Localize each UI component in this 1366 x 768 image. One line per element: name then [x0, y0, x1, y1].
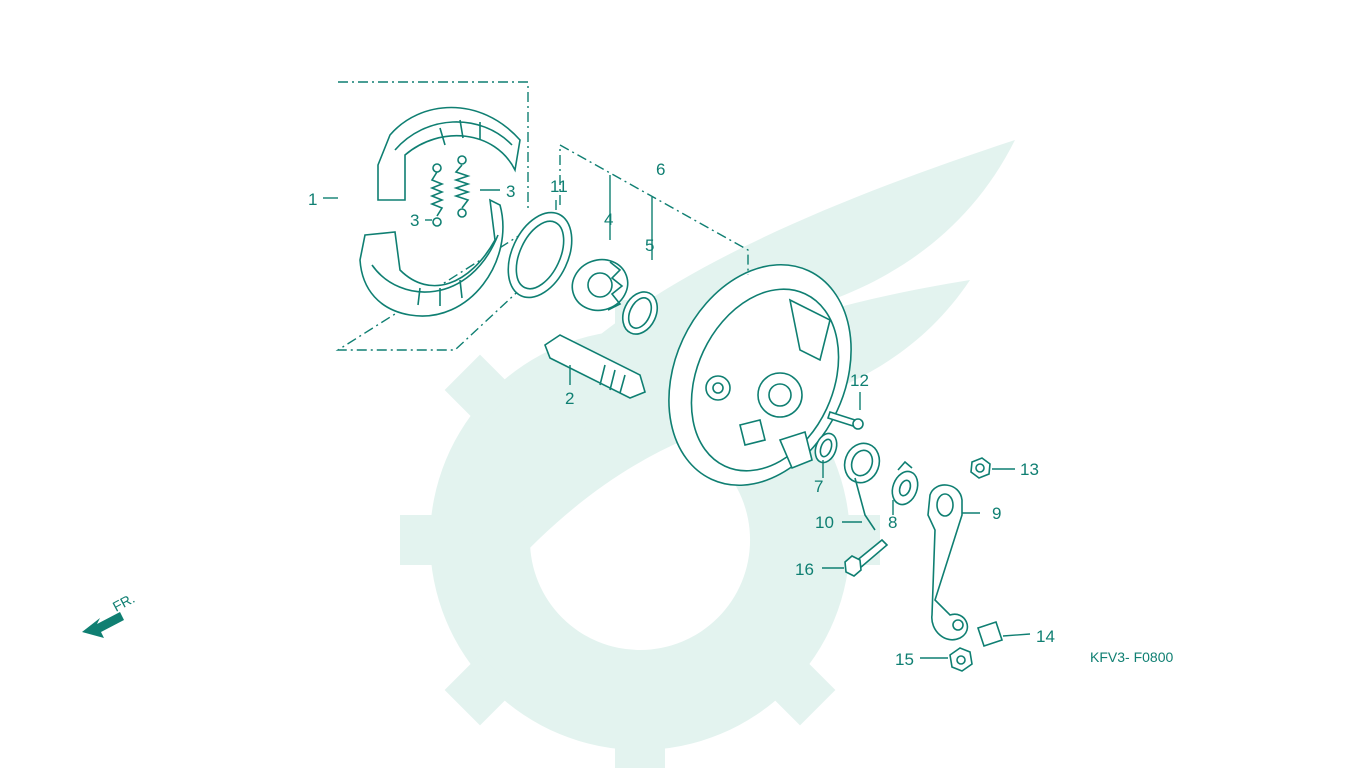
nut-15: [949, 647, 973, 672]
front-direction-arrow-icon: [82, 612, 124, 638]
washer-5: [621, 291, 659, 335]
nut-13: [970, 457, 991, 479]
dust-seal: [507, 211, 573, 299]
callout-3-left: 3: [410, 211, 419, 230]
callout-16: 16: [795, 560, 814, 579]
callout-4: 4: [604, 210, 613, 229]
callout-13: 13: [1020, 460, 1039, 479]
callout-6: 6: [656, 160, 665, 179]
seal-7: [814, 432, 838, 464]
bolt-16: [844, 538, 889, 577]
brake-shoe-lower: [359, 198, 504, 317]
brake-cam: [544, 334, 646, 399]
callout-11: 11: [550, 177, 568, 196]
callout-12: 12: [850, 371, 869, 390]
brake-arm: [927, 484, 969, 641]
callout-2: 2: [565, 389, 574, 408]
callout-3-right: 3: [506, 182, 515, 201]
panel-bracket: [559, 143, 749, 275]
callout-9: 9: [992, 504, 1001, 523]
callout-14: 14: [1036, 627, 1055, 646]
callout-8: 8: [888, 513, 897, 532]
brake-shoe-upper: [377, 106, 521, 201]
callout-5: 5: [645, 236, 654, 255]
direction-label: FR.: [110, 590, 137, 615]
plate-8: [891, 460, 919, 506]
leader-lines: [323, 189, 1031, 659]
shoe-spring-left: [429, 163, 445, 227]
joint-14: [976, 620, 1004, 648]
callout-15: 15: [895, 650, 914, 669]
callout-10: 10: [815, 513, 834, 532]
wear-indicator: [571, 258, 629, 312]
callout-7: 7: [814, 477, 823, 496]
shoe-spring-right: [453, 155, 471, 218]
bolt-12: [826, 410, 864, 430]
return-spring: [843, 442, 881, 531]
callout-1: 1: [308, 190, 317, 209]
diagram-code: KFV3- F0800: [1090, 649, 1173, 665]
brake-panel: [668, 263, 852, 487]
